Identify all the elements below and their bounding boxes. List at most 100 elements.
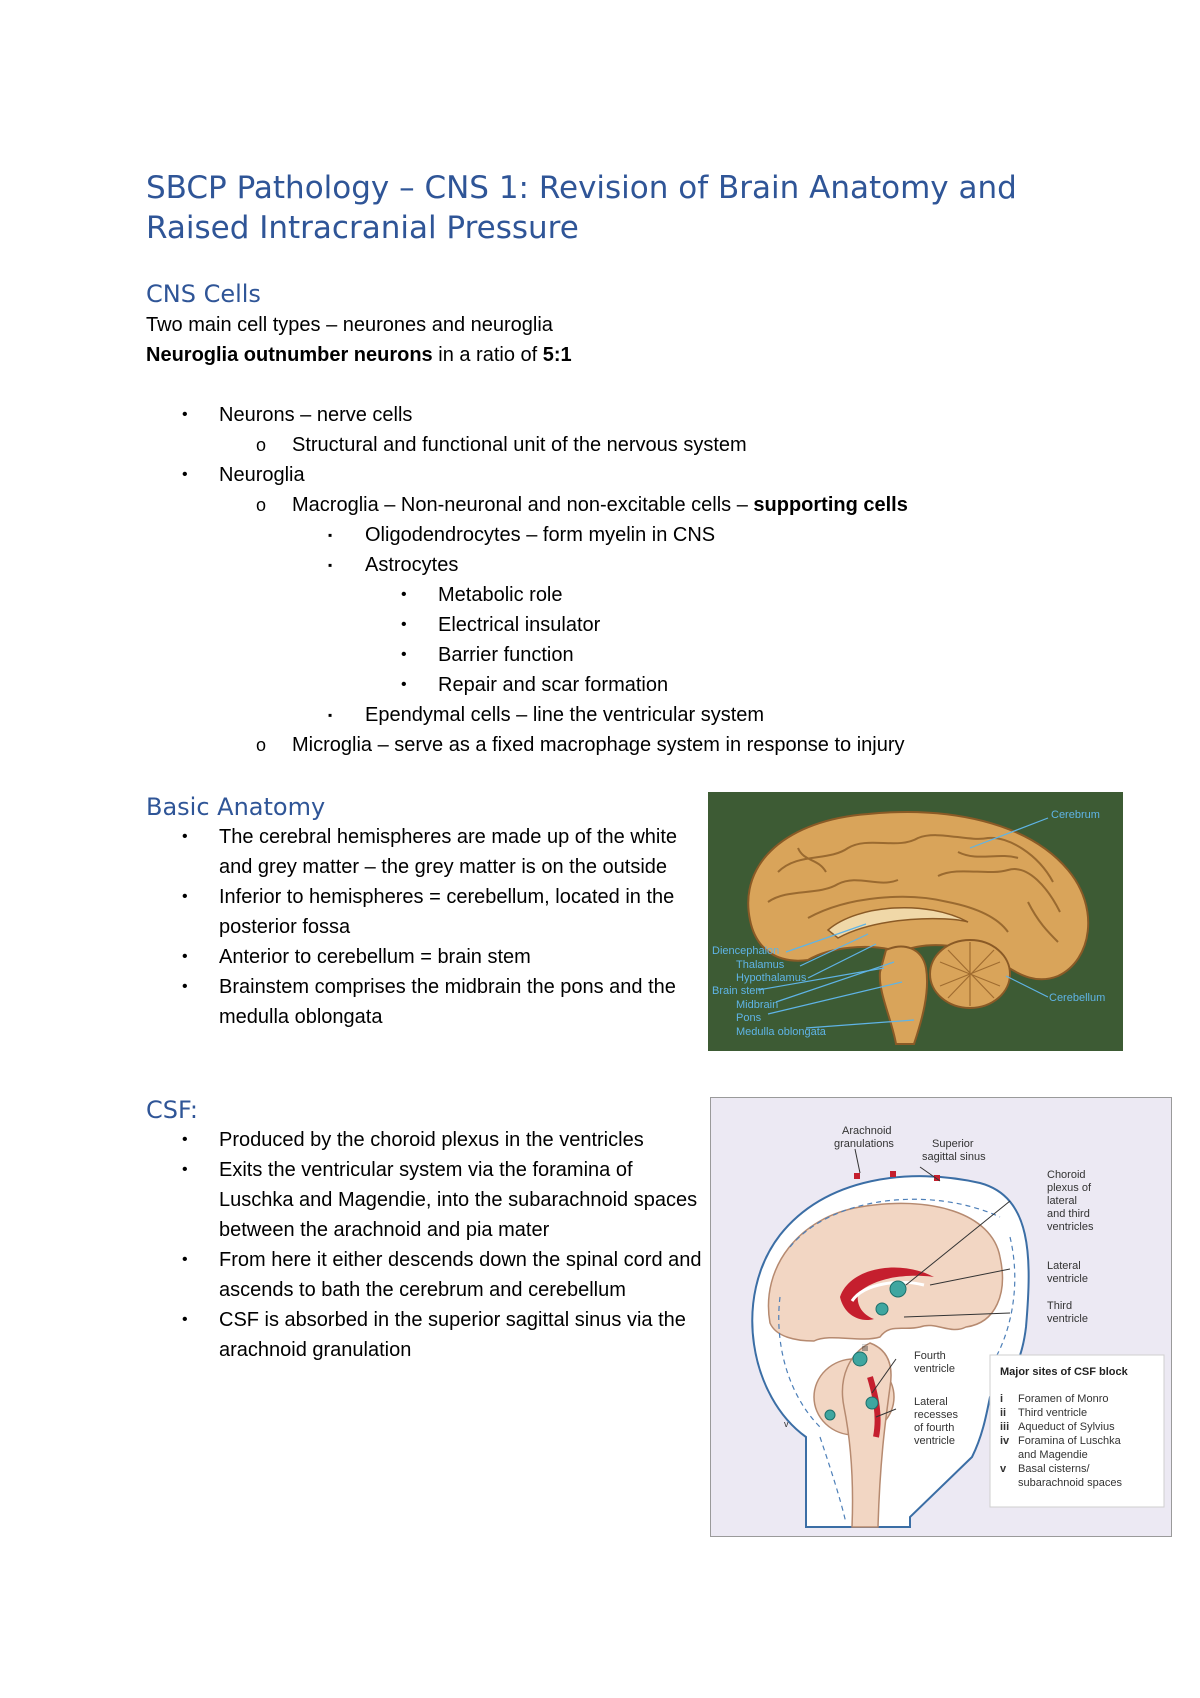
bullet-icon: ▪ (328, 708, 333, 722)
bullet-icon: • (182, 978, 188, 995)
list-item: • Anterior to cerebellum = brain stem (0, 942, 686, 972)
list-item-text: Neuroglia (219, 464, 305, 486)
list-item: ▪Astrocytes (146, 550, 1106, 580)
list-item: •Barrier function (146, 640, 1106, 670)
label-pons: Pons (736, 1012, 762, 1024)
diagram-labels: Arachnoid granulations Superior sagittal… (784, 1125, 1094, 1447)
label-choroid-5: ventricles (1047, 1221, 1094, 1233)
bullet-icon: ▪ (328, 528, 333, 542)
list-item-text: Inferior to hemispheres = cerebellum, lo… (219, 886, 675, 938)
list-item-text: From here it either descends down the sp… (219, 1249, 702, 1301)
list-item: •Metabolic role (146, 580, 1106, 610)
list-item: • Brainstem comprises the midbrain the po… (0, 972, 686, 1032)
list-item-text: Macroglia – Non-neuronal and non-excitab… (292, 494, 754, 516)
brainstem-shape (841, 1342, 892, 1528)
bullet-icon: • (182, 1311, 188, 1328)
list-item: o Structural and functional unit of the n… (146, 430, 1106, 460)
label-lateral-ventricle-2: ventricle (1047, 1273, 1088, 1285)
list-item: ▪ Oligodendrocytes – form myelin in CNS (146, 520, 1106, 550)
cell-types-line: Two main cell types – neurones and neuro… (146, 314, 553, 336)
bullet-icon: o (256, 735, 267, 755)
label-recesses-2: recesses (914, 1409, 959, 1421)
list-item: • Produced by the choroid plexus in the v… (0, 1125, 706, 1155)
list-item-text: Astrocytes (365, 554, 459, 576)
lateral-ventricle (840, 1267, 934, 1321)
list-item-text: Electrical insulator (438, 614, 601, 636)
label-diencephalon: Diencephalon (712, 945, 779, 957)
label-choroid-2: plexus of (1047, 1182, 1092, 1194)
ratio-mid-text: in a ratio of (432, 344, 543, 366)
label-arachnoid-1: Arachnoid (842, 1125, 892, 1137)
list-item: • Repair and scar formation (146, 670, 1106, 700)
brain-sagittal-photo: Cerebrum Diencephalon Thalamus Hypothala… (708, 792, 1123, 1051)
bullet-icon: o (256, 435, 267, 455)
label-third-ventricle-1: Third (1047, 1300, 1072, 1312)
csf-flow-lines (778, 1198, 1016, 1524)
list-item-text: Produced by the choroid plexus in the ve… (219, 1129, 644, 1151)
label-midbrain: Midbrain (736, 999, 778, 1011)
block-text-2: Third ventricle (1018, 1407, 1087, 1419)
choroid-plexus-dots (824, 1280, 907, 1421)
label-lines (757, 817, 1049, 1029)
list-item-text: Microglia – serve as a fixed macrophage … (292, 734, 905, 756)
list-item-text: Structural and functional unit of the ne… (292, 434, 747, 456)
block-text-6: Basal cisterns/ (1018, 1463, 1090, 1475)
leader-lines (854, 1148, 1011, 1418)
photo-labels: Cerebrum Diencephalon Thalamus Hypothala… (712, 809, 1105, 1038)
label-recesses-4: ventricle (914, 1435, 955, 1447)
list-item-bold-text: supporting cells (753, 494, 908, 516)
block-num-4: iv (1000, 1435, 1010, 1447)
ventricle-highlight (850, 1280, 925, 1302)
csf-block-title: Major sites of CSF block (1000, 1366, 1129, 1378)
label-medulla: Medulla oblongata (736, 1026, 827, 1038)
list-item-text: Repair and scar formation (438, 674, 669, 696)
label-thalamus: Thalamus (736, 959, 785, 971)
page-title: SBCP Pathology – CNS 1: Revision of Brai… (146, 170, 1017, 246)
bullet-icon: • (182, 948, 188, 965)
bullet-icon: o (256, 495, 267, 515)
block-num-2: ii (1000, 1407, 1006, 1419)
label-fourth-ventricle-2: ventricle (914, 1363, 955, 1375)
bullet-icon: • (182, 1131, 188, 1148)
list-item-text: The cerebral hemispheres are made up of … (219, 826, 678, 878)
label-lateral-ventricle-1: Lateral (1047, 1260, 1081, 1272)
list-item-text: Neurons – nerve cells (219, 404, 413, 426)
csf-circulation-diagram: Arachnoid granulations Superior sagittal… (710, 1097, 1172, 1537)
list-item: • Neuroglia (146, 460, 1106, 490)
list-item: o Microglia – serve as a fixed macrophage… (146, 730, 1106, 760)
block-num-3: iii (1000, 1421, 1009, 1433)
label-third-ventricle-2: ventricle (1047, 1313, 1088, 1325)
block-text-7: subarachnoid spaces (1018, 1477, 1122, 1489)
basic-anatomy-list: • The cerebral hemispheres are made up of… (146, 822, 686, 1032)
label-choroid-1: Choroid (1047, 1169, 1086, 1181)
bullet-icon: • (401, 616, 407, 633)
label-recesses-1: Lateral (914, 1396, 948, 1408)
csf-block-box (989, 1354, 1165, 1508)
list-item: ▪Ependymal cells – line the ventricular … (146, 700, 1106, 730)
label-cerebellum: Cerebellum (1049, 992, 1105, 1004)
list-item-text: Oligodendrocytes – form myelin in CNS (365, 524, 716, 546)
list-item: o Macroglia – Non-neuronal and non-excita… (146, 490, 1106, 520)
label-arachnoid-2: granulations (834, 1138, 894, 1150)
corpus-callosum-shape (826, 907, 969, 939)
label-choroid-3: lateral (1047, 1195, 1077, 1207)
bullet-icon: • (401, 676, 407, 693)
basic-anatomy-heading: Basic Anatomy (146, 793, 326, 821)
block-text-1: Foramen of Monro (1018, 1393, 1108, 1405)
gyri-lines (767, 834, 1061, 943)
label-recesses-3: of fourth (914, 1422, 954, 1434)
csf-list: • Produced by the choroid plexus in the v… (146, 1125, 706, 1365)
list-item: •Inferior to hemispheres = cerebellum, l… (0, 882, 686, 942)
ratio-bold-text: Neuroglia outnumber neurons (146, 344, 433, 366)
block-text-5: and Magendie (1018, 1449, 1088, 1461)
bullet-icon: • (182, 406, 188, 423)
cerebellum-folia (939, 942, 1001, 1006)
list-item-text: Brainstem comprises the midbrain the pon… (219, 976, 676, 1028)
list-item-text: Anterior to cerebellum = brain stem (219, 946, 531, 968)
bullet-icon: • (182, 466, 188, 483)
list-item: • Electrical insulator (146, 610, 1106, 640)
cns-cells-list: • Neurons – nerve cells o Structural and f… (146, 400, 1106, 760)
list-item: •From here it either descends down the s… (0, 1245, 706, 1305)
label-brain-stem: Brain stem (712, 985, 765, 997)
